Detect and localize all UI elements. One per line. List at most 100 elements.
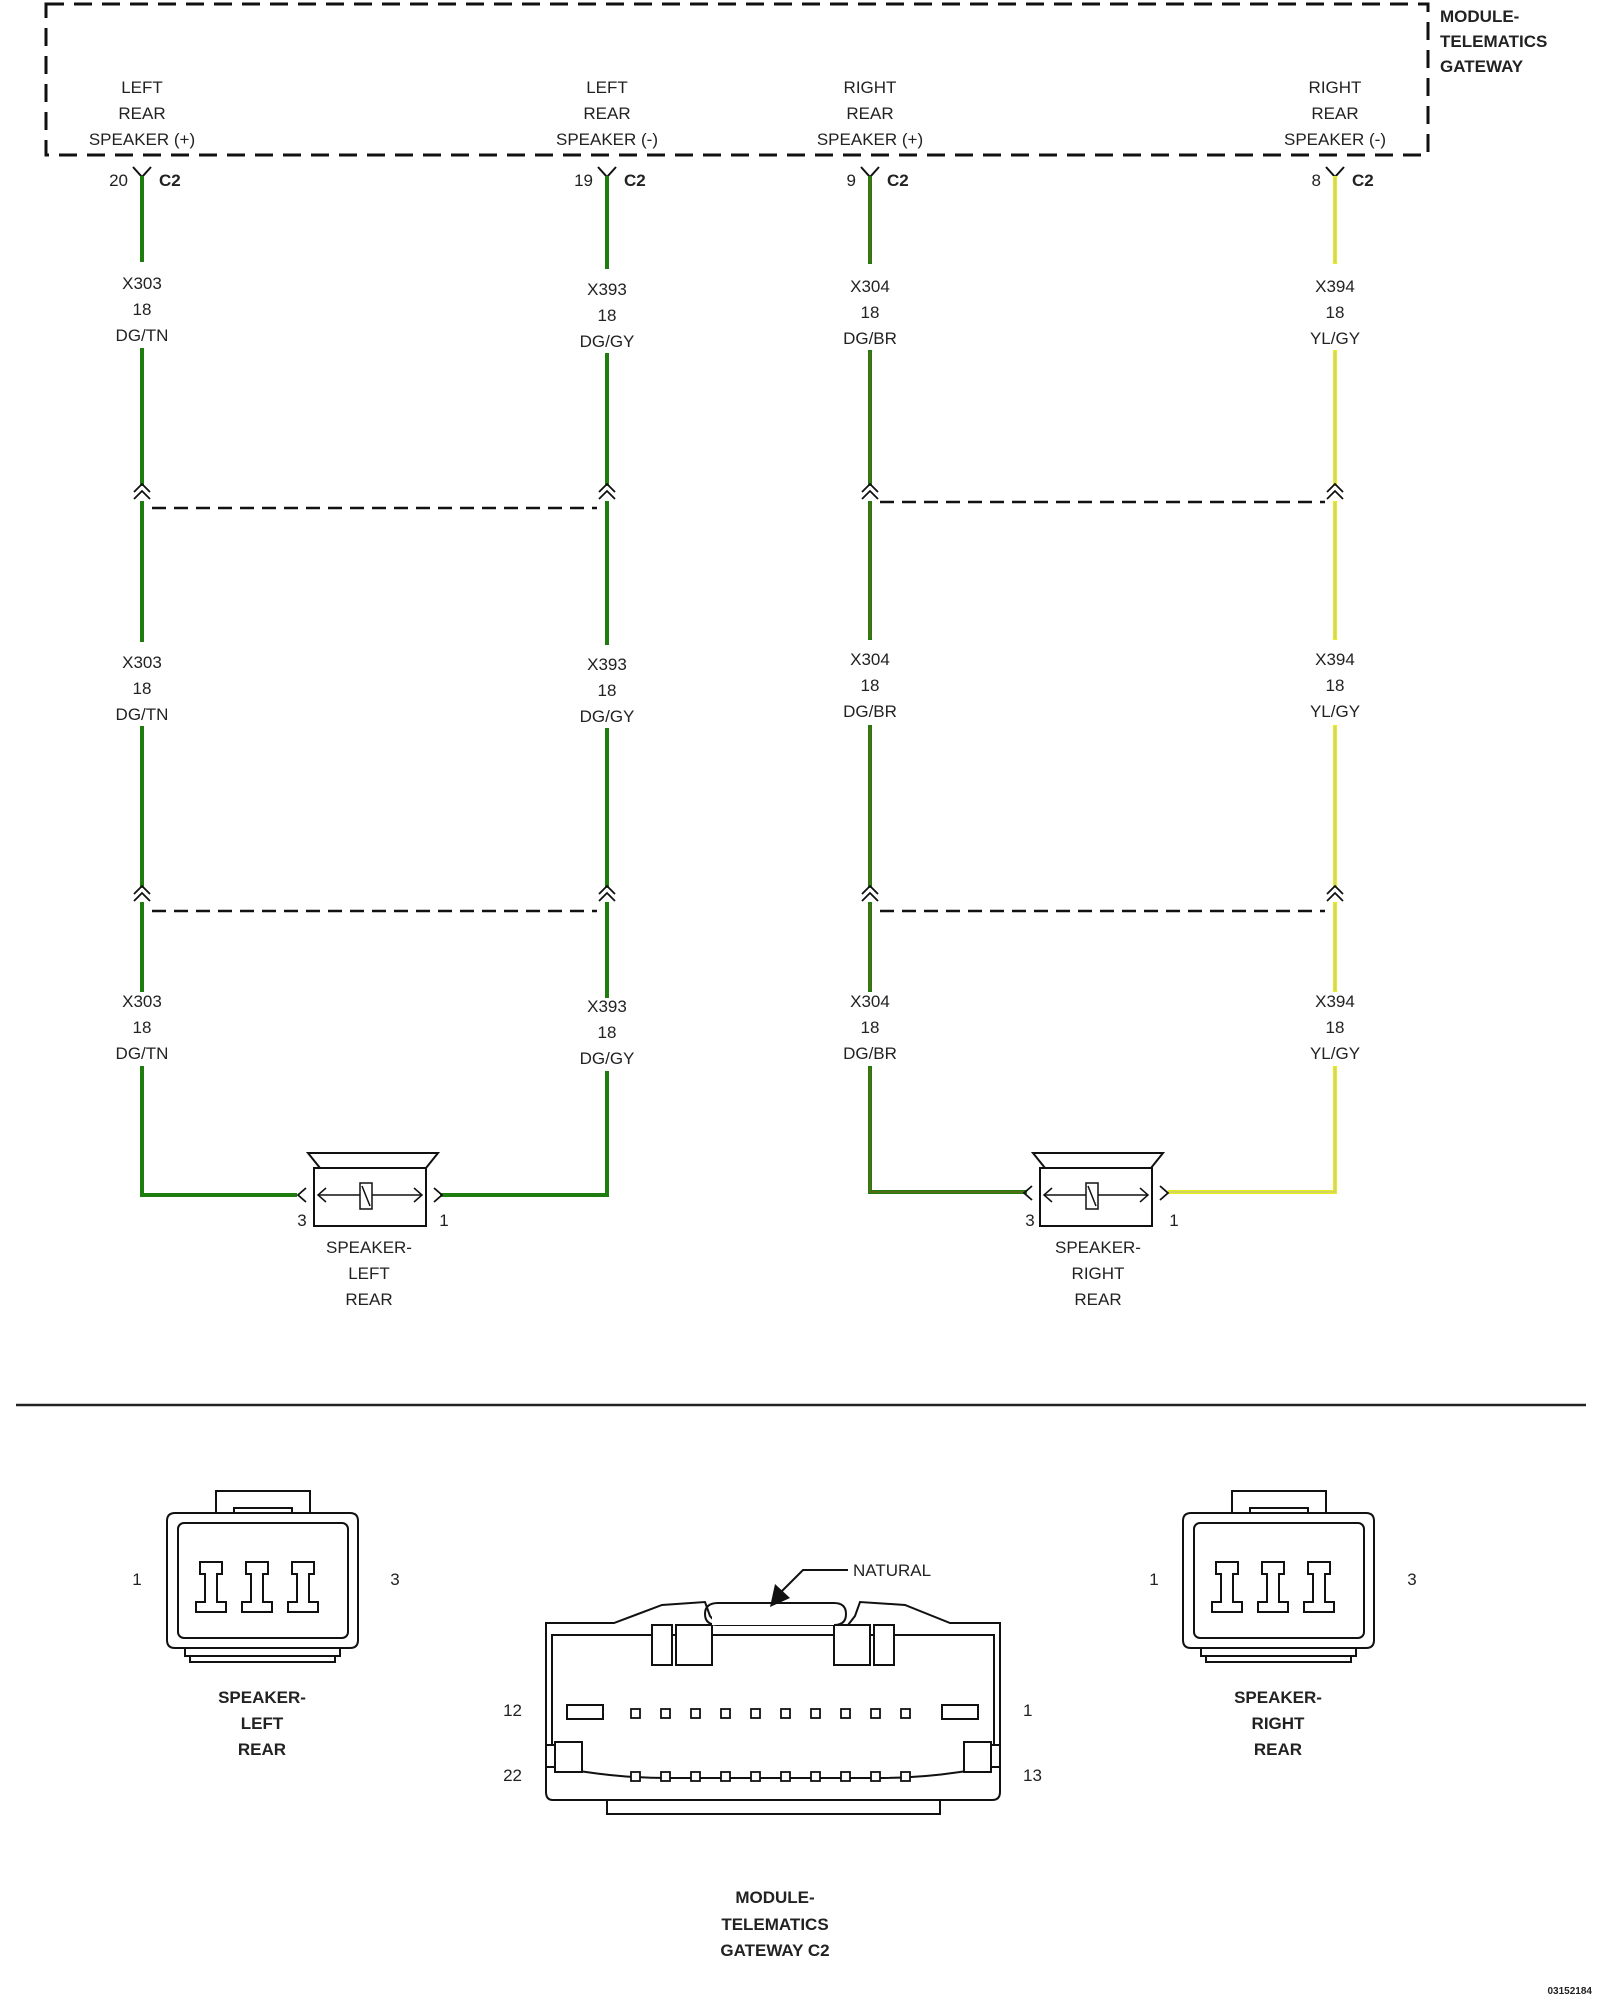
wire-label-x303-2: X303 18 DG/TN: [116, 653, 169, 724]
svg-text:X393: X393: [587, 280, 627, 299]
wire-label-x304-3: X304 18 DG/BR: [843, 992, 897, 1063]
wire-label-x394-2: X394 18 YL/GY: [1310, 650, 1360, 721]
connector-right-pin-3: 3: [1407, 1570, 1416, 1589]
inline-connector-lower-right: [861, 884, 1344, 913]
svg-text:DG/GY: DG/GY: [580, 707, 635, 726]
svg-text:DG/BR: DG/BR: [843, 329, 897, 348]
svg-text:RIGHT: RIGHT: [1072, 1264, 1125, 1283]
connector-view-speaker-right-rear-label: SPEAKER- RIGHT REAR: [1234, 1688, 1322, 1759]
svg-text:X393: X393: [587, 655, 627, 674]
pin-marker-20: 20 C2: [109, 166, 181, 190]
wire-x303: [140, 176, 297, 1197]
module-title-line-2: TELEMATICS: [1440, 32, 1547, 51]
svg-text:18: 18: [133, 300, 152, 319]
wire-tracer: [1169, 1067, 1336, 1193]
svg-text:DG/BR: DG/BR: [843, 702, 897, 721]
wire-label-x393-3: X393 18 DG/GY: [580, 997, 635, 1068]
svg-text:18: 18: [598, 306, 617, 325]
svg-text:REAR: REAR: [1074, 1290, 1121, 1309]
svg-text:18: 18: [598, 1023, 617, 1042]
wire-x393: [440, 176, 609, 1197]
wire-x304: [868, 176, 1027, 1194]
svg-text:DG/GY: DG/GY: [580, 1049, 635, 1068]
svg-text:DG/TN: DG/TN: [116, 705, 169, 724]
svg-text:SPEAKER-: SPEAKER-: [218, 1688, 306, 1707]
svg-text:18: 18: [133, 679, 152, 698]
svg-text:RIGHT: RIGHT: [1309, 78, 1362, 97]
svg-text:REAR: REAR: [238, 1740, 286, 1759]
svg-text:REAR: REAR: [1254, 1740, 1302, 1759]
inline-connector-upper-right: [861, 482, 1344, 504]
svg-text:X394: X394: [1315, 650, 1355, 669]
svg-text:20: 20: [109, 171, 128, 190]
svg-text:GATEWAY C2: GATEWAY C2: [720, 1941, 829, 1960]
wire-label-x394-1: X394 18 YL/GY: [1310, 277, 1360, 348]
module-c2-bottom-row-pins: [630, 1771, 911, 1782]
svg-text:18: 18: [1326, 1018, 1345, 1037]
svg-text:X394: X394: [1315, 277, 1355, 296]
svg-text:SPEAKER (+): SPEAKER (+): [817, 130, 923, 149]
svg-text:SPEAKER (-): SPEAKER (-): [1284, 130, 1386, 149]
svg-text:X393: X393: [587, 997, 627, 1016]
wire-x394: [1168, 176, 1337, 1194]
connector-left-pin-1: 1: [132, 1570, 141, 1589]
module-c2-pin-22: 22: [503, 1766, 522, 1785]
pin-label-left-rear-minus: LEFT REAR SPEAKER (-): [556, 78, 658, 149]
svg-text:X304: X304: [850, 650, 890, 669]
svg-text:C2: C2: [887, 171, 909, 190]
natural-callout-arrow: [770, 1569, 848, 1607]
svg-text:19: 19: [574, 171, 593, 190]
svg-text:18: 18: [861, 676, 880, 695]
wire-label-x303-1: X303 18 DG/TN: [116, 274, 169, 345]
svg-text:REAR: REAR: [345, 1290, 392, 1309]
connector-view-speaker-left-rear-label: SPEAKER- LEFT REAR: [218, 1688, 306, 1759]
svg-text:DG/TN: DG/TN: [116, 326, 169, 345]
svg-text:REAR: REAR: [118, 104, 165, 123]
speaker-left-pin-1: 1: [439, 1211, 448, 1230]
svg-text:DG/GY: DG/GY: [580, 332, 635, 351]
svg-text:8: 8: [1312, 171, 1321, 190]
connector-view-module-c2-label: MODULE- TELEMATICS GATEWAY C2: [720, 1888, 829, 1960]
svg-text:18: 18: [133, 1018, 152, 1037]
svg-text:DG/TN: DG/TN: [116, 1044, 169, 1063]
wire-label-x393-1: X393 18 DG/GY: [580, 280, 635, 351]
svg-text:YL/GY: YL/GY: [1310, 1044, 1360, 1063]
svg-text:SPEAKER-: SPEAKER-: [1055, 1238, 1141, 1257]
pin-marker-8: 8 C2: [1312, 166, 1374, 190]
svg-text:X303: X303: [122, 992, 162, 1011]
svg-text:X394: X394: [1315, 992, 1355, 1011]
svg-text:SPEAKER-: SPEAKER-: [1234, 1688, 1322, 1707]
svg-text:18: 18: [598, 681, 617, 700]
svg-text:C2: C2: [159, 171, 181, 190]
module-title-line-3: GATEWAY: [1440, 57, 1524, 76]
svg-text:C2: C2: [624, 171, 646, 190]
svg-text:REAR: REAR: [846, 104, 893, 123]
svg-text:REAR: REAR: [583, 104, 630, 123]
svg-text:YL/GY: YL/GY: [1310, 329, 1360, 348]
svg-text:LEFT: LEFT: [241, 1714, 284, 1733]
svg-text:DG/BR: DG/BR: [843, 1044, 897, 1063]
module-c2-pin-1: 1: [1023, 1701, 1032, 1720]
svg-text:18: 18: [1326, 303, 1345, 322]
svg-text:18: 18: [861, 303, 880, 322]
svg-text:SPEAKER-: SPEAKER-: [326, 1238, 412, 1257]
figure-id: 03152184: [1548, 1986, 1593, 1997]
pin-marker-19: 19 C2: [574, 166, 646, 190]
pin-label-right-rear-plus: RIGHT REAR SPEAKER (+): [817, 78, 923, 149]
natural-callout-label: NATURAL: [853, 1561, 931, 1580]
speaker-right-rear-label: SPEAKER- RIGHT REAR: [1055, 1238, 1141, 1309]
speaker-left-rear-label: SPEAKER- LEFT REAR: [326, 1238, 412, 1309]
speaker-left-rear-symbol: [296, 1152, 444, 1227]
module-c2-pin-12: 12: [503, 1701, 522, 1720]
speaker-right-pin-1: 1: [1169, 1211, 1178, 1230]
pin-marker-9: 9 C2: [847, 166, 909, 190]
svg-text:C2: C2: [1352, 171, 1374, 190]
module-telematics-gateway-box: [44, 2, 1430, 157]
svg-text:LEFT: LEFT: [586, 78, 628, 97]
wire-label-x394-3: X394 18 YL/GY: [1310, 992, 1360, 1063]
inline-connector-upper-left: [133, 482, 616, 510]
inline-connector-lower-left: [133, 884, 616, 913]
connector-right-pin-1: 1: [1149, 1570, 1158, 1589]
svg-text:18: 18: [861, 1018, 880, 1037]
